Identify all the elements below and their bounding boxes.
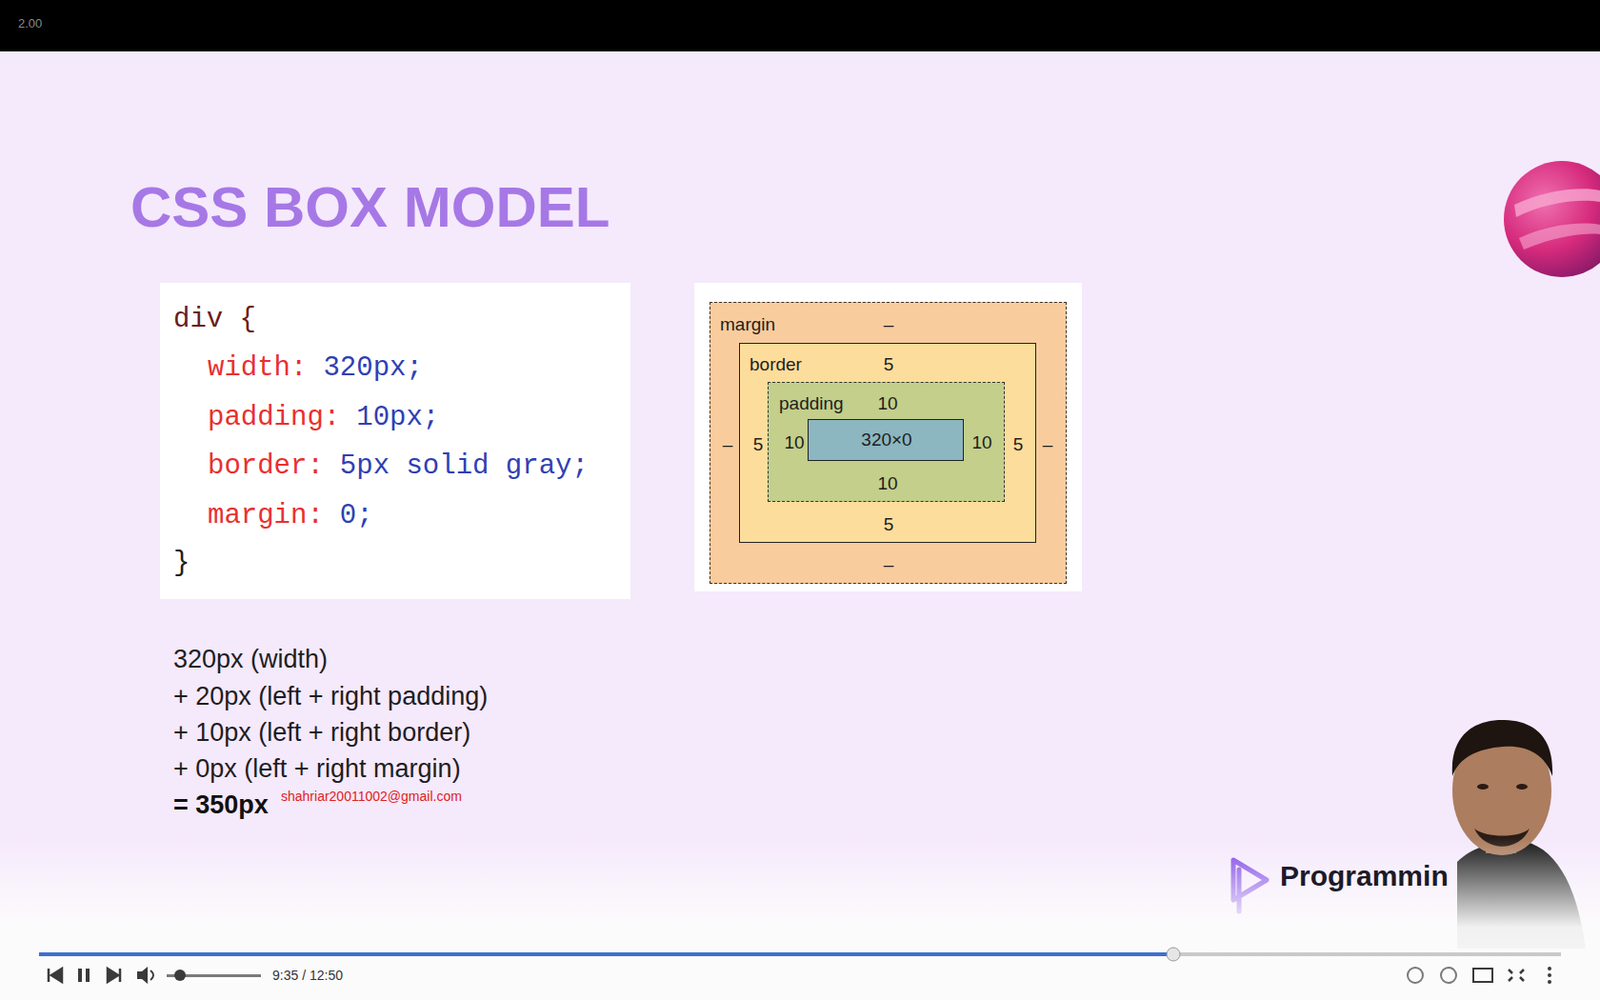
code-line: border: 5px solid gray;: [207, 442, 589, 491]
box-value: 10: [877, 393, 898, 415]
border-box: border 5 5 5 5 padding 10 10 10 10 320×0: [739, 342, 1037, 543]
box-name: padding: [779, 393, 844, 415]
code-line: width: 320px;: [207, 344, 423, 393]
slide-title: CSS BOX MODEL: [130, 174, 610, 240]
calc-line: + 0px (left + right margin): [173, 754, 461, 784]
logo-text: Programmin: [1280, 860, 1449, 894]
video-controls: [39, 947, 1561, 984]
code-panel-ground: [160, 282, 631, 600]
box-value: 10: [783, 432, 804, 454]
box-value: 5: [1013, 434, 1024, 456]
calc-line: + 20px (left + right padding): [173, 681, 488, 712]
speed-indicator: 2.00: [18, 17, 42, 32]
css-property: border:: [207, 450, 324, 482]
planet-decoration: [1503, 160, 1600, 278]
calc-line: + 10px (left + right border): [173, 718, 471, 748]
calc-total: = 350px: [173, 790, 269, 820]
box-value: 5: [883, 514, 895, 536]
css-property: }: [173, 547, 190, 580]
code-line: padding: 10px;: [207, 394, 440, 442]
css-property: padding:: [207, 401, 340, 434]
box-name: border: [749, 354, 802, 376]
box-value: 320×0: [860, 429, 912, 451]
box-value: 5: [753, 434, 764, 456]
padding-box: padding 10 10 10 10 320×0: [767, 381, 1005, 502]
box-value: 5: [883, 354, 895, 376]
content-box: 320×0: [807, 419, 964, 461]
box-value: –: [883, 554, 895, 576]
box-value: –: [883, 314, 895, 336]
code-panel: div { width: 320px; padding: 10px; border: 5px…: [160, 282, 631, 600]
box-name: margin: [720, 314, 776, 336]
box-value: 10: [877, 473, 898, 495]
css-value: 5px solid gray;: [340, 450, 589, 482]
controls-fade: [0, 838, 1600, 1000]
box-value: 10: [971, 432, 992, 454]
css-value: 0;: [340, 500, 374, 532]
css-value: 320px;: [322, 352, 422, 384]
code-line: margin: 0;: [207, 492, 374, 540]
css-property: width:: [207, 352, 307, 384]
diagram-panel: [694, 282, 1082, 592]
calc-line: 320px (width): [173, 644, 328, 675]
watermark-email: shahriar20011002@gmail.com: [280, 788, 462, 804]
css-value: 10px;: [356, 401, 440, 434]
code-line: div {: [173, 296, 257, 344]
margin-box: margin – – – – border 5 5 5 5 padding 10 10 10 10 320×0: [709, 301, 1067, 584]
box-value: –: [722, 434, 734, 456]
video-time: 9:35 / 12:50: [272, 967, 343, 983]
code-line: }: [173, 540, 190, 588]
top-bar: [0, 0, 1600, 52]
box-value: –: [1042, 434, 1054, 456]
css-property: margin:: [207, 500, 324, 532]
css-property: div {: [173, 303, 257, 336]
